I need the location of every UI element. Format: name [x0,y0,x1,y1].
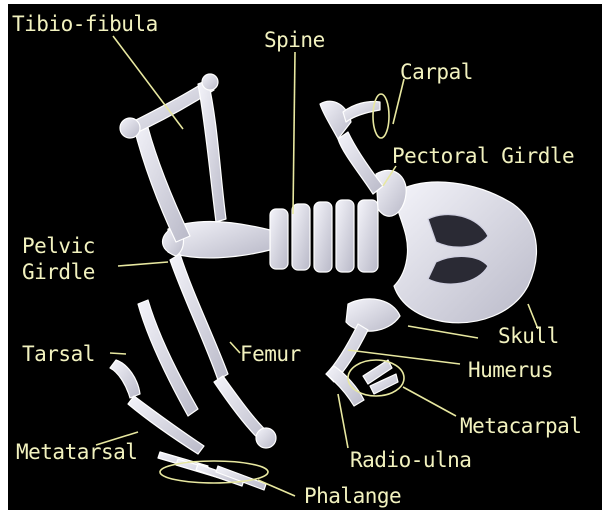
label-pelvic-girdle-line1: Pelvic [22,234,95,258]
label-pectoral-girdle: Pectoral Girdle [392,144,574,168]
label-skull: Skull [498,324,559,348]
label-phalange: Phalange [304,484,401,508]
label-humerus: Humerus [468,358,553,382]
label-spine: Spine [264,28,325,52]
label-tibio-fibula: Tibio-fibula [12,12,158,36]
skeleton-image-panel: Tibio-fibula Spine Carpal Pectoral Girdl… [8,4,602,510]
label-tarsal: Tarsal [22,342,95,366]
label-carpal: Carpal [400,60,473,84]
label-metacarpal: Metacarpal [460,414,581,438]
label-metatarsal: Metatarsal [16,440,137,464]
skull-bone [394,182,536,323]
label-pelvic-girdle-line2: Girdle [22,260,95,284]
label-femur: Femur [240,342,301,366]
label-radio-ulna: Radio-ulna [350,448,471,472]
